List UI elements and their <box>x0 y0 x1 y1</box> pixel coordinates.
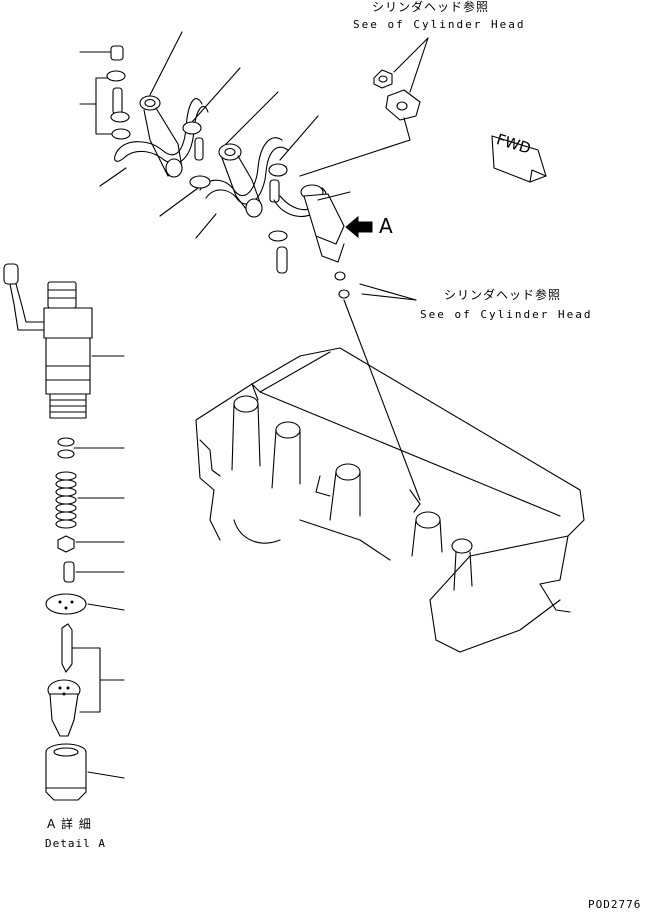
middle-reference-jp: シリンダヘッド参照 <box>444 288 562 302</box>
ref-leader-1 <box>359 283 417 301</box>
drawing-number: POD2776 <box>588 898 642 911</box>
middle-reference-en: See of Cylinder Head <box>420 308 593 321</box>
detail-title-jp: A 詳 細 <box>47 817 92 831</box>
injection-pipe-cluster <box>79 31 351 299</box>
cylinder-head-ref-part <box>299 37 429 177</box>
injector-location-line <box>343 299 421 501</box>
view-a-arrow <box>345 215 373 239</box>
spring <box>55 471 77 529</box>
top-reference-en: See of Cylinder Head <box>353 18 526 31</box>
top-reference-jp: シリンダヘッド参照 <box>372 0 490 14</box>
fwd-direction-arrow <box>491 135 547 183</box>
view-letter: A <box>379 214 393 238</box>
detail-title-en: Detail A <box>45 837 106 850</box>
injector-detail-a <box>3 263 125 801</box>
engine-block <box>195 347 585 653</box>
ref-leader-2 <box>361 293 417 301</box>
